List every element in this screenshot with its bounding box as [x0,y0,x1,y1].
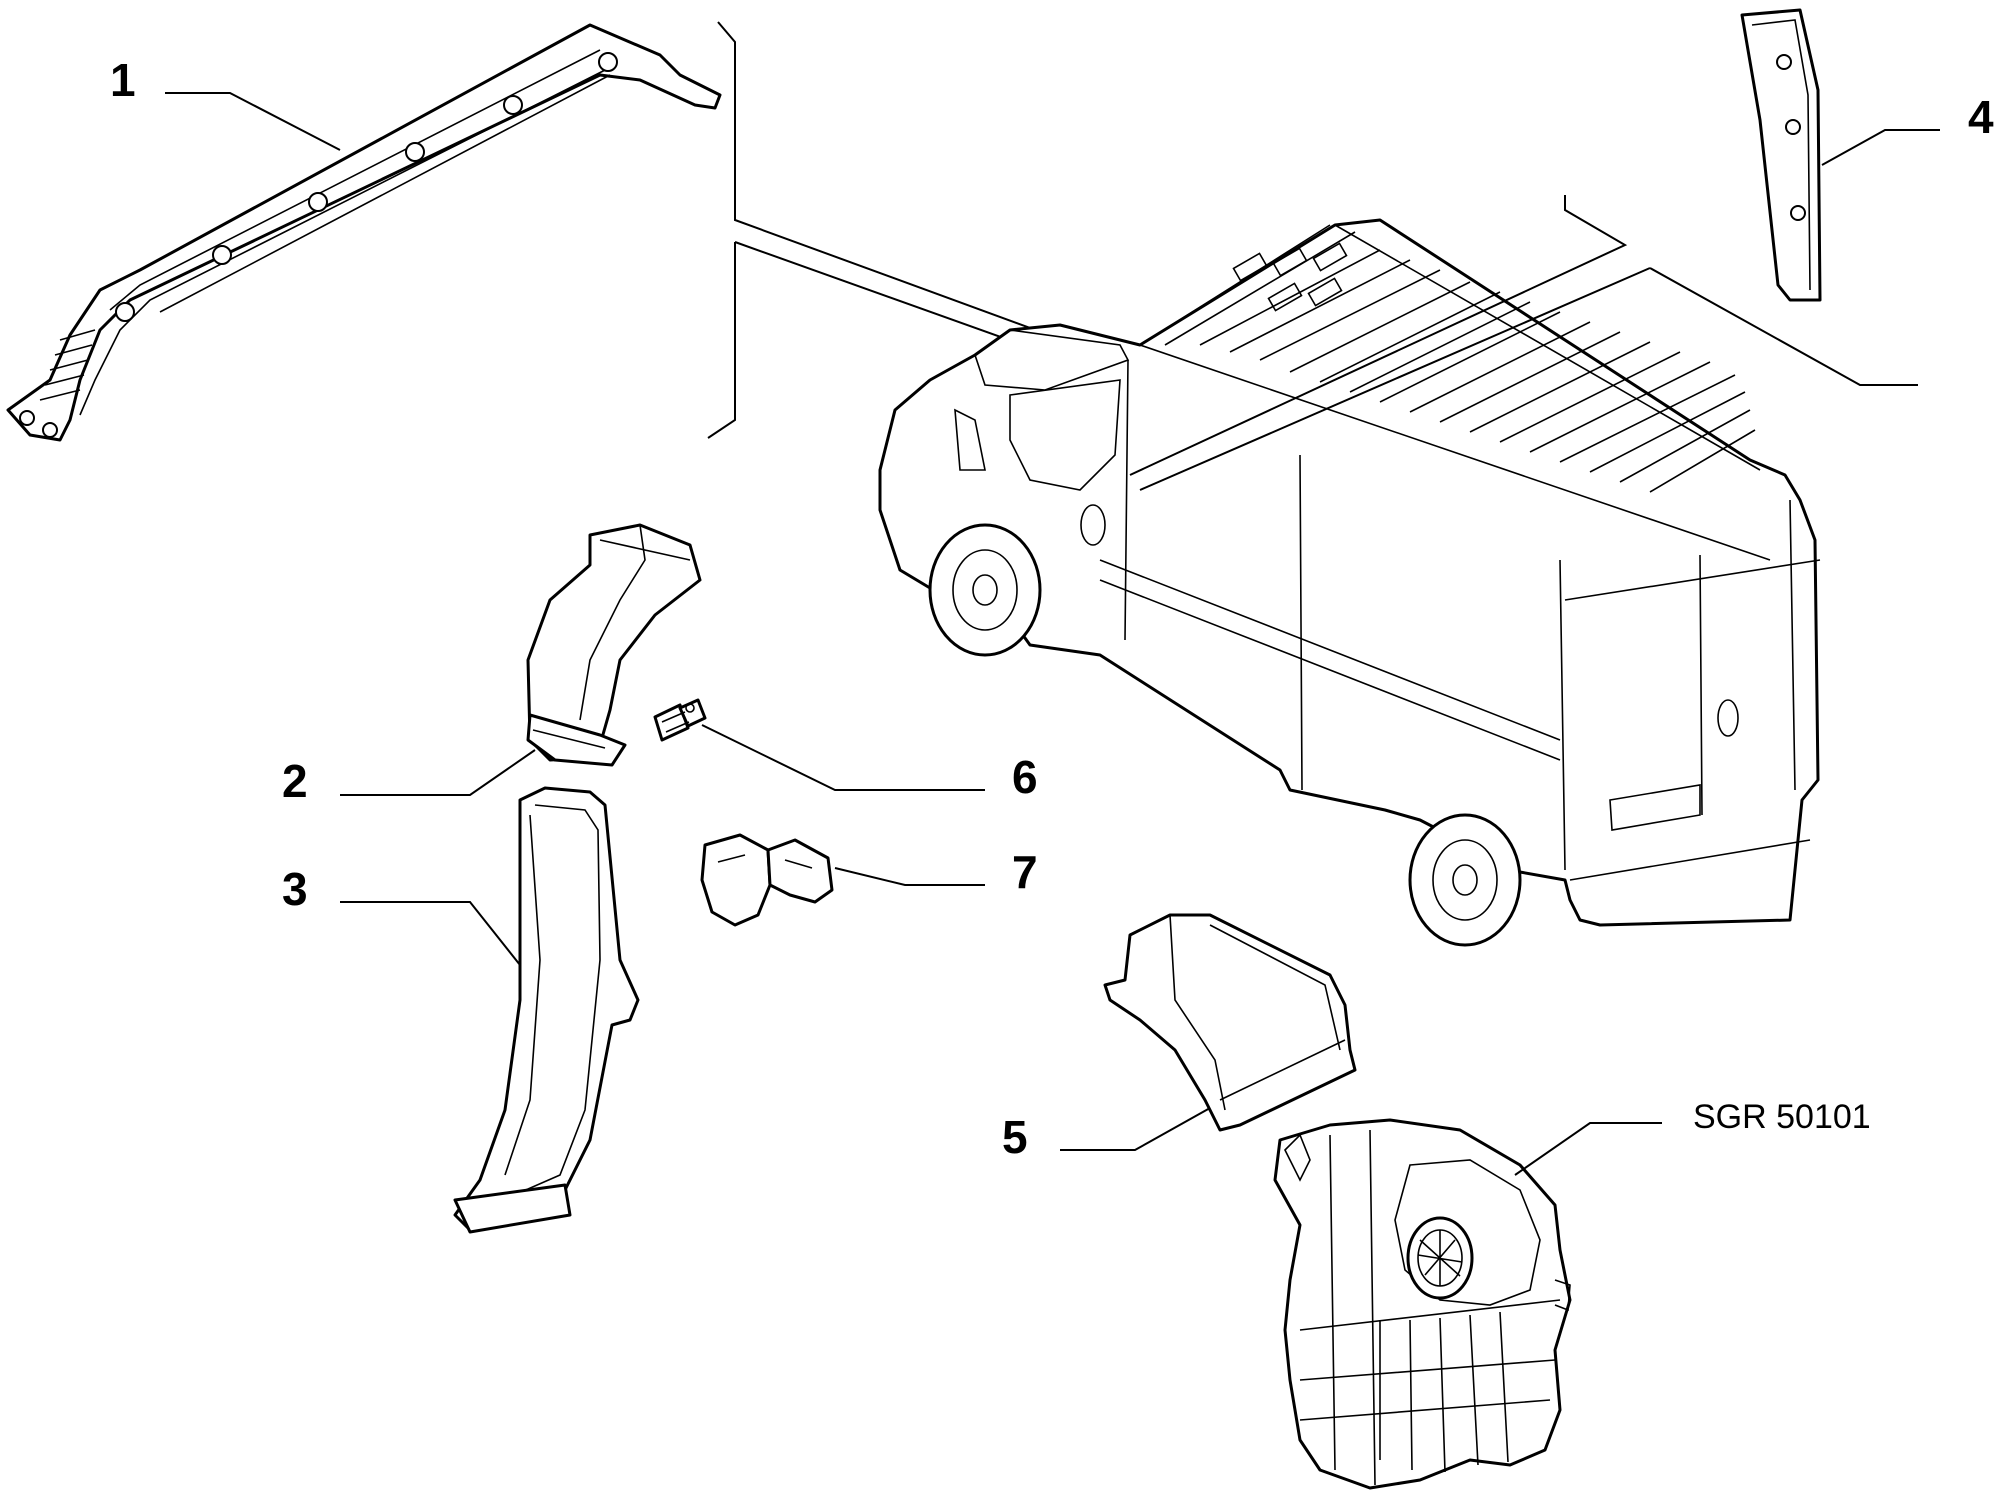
callout-6: 6 [1012,751,1038,803]
leader-line-1 [165,92,341,151]
part-7-clip [700,833,834,927]
part-4-strip [1740,8,1822,302]
callout-3: 3 [282,863,308,915]
part-3-vertical-duct [453,786,640,1234]
leader-line-2 [340,749,536,796]
leader-line-3 [340,901,521,966]
part-2-bent-duct [526,523,702,767]
leader-line-7 [834,867,985,886]
part-5-curved-duct [1103,913,1357,1132]
callout-5: 5 [1002,1111,1028,1163]
reference-code: SGR 50101 [1693,1098,1871,1136]
callout-2: 2 [282,755,308,807]
part-1-rail [6,23,722,442]
bracket-line-right-lower [1139,267,1918,491]
leader-line-4 [1821,129,1940,166]
callout-4: 4 [1968,91,1994,143]
bracket-line-left [717,21,1146,371]
bracket-line-right [1129,195,1628,476]
part-6-bolt [653,698,707,742]
callout-1: 1 [110,54,136,106]
leader-line-6 [701,724,985,791]
callout-7: 7 [1012,846,1038,898]
heater-blower-assembly [1273,1118,1572,1490]
leader-line-5 [1060,1107,1211,1151]
van-illustration [878,218,1821,947]
leader-line-reference [1514,1122,1662,1176]
